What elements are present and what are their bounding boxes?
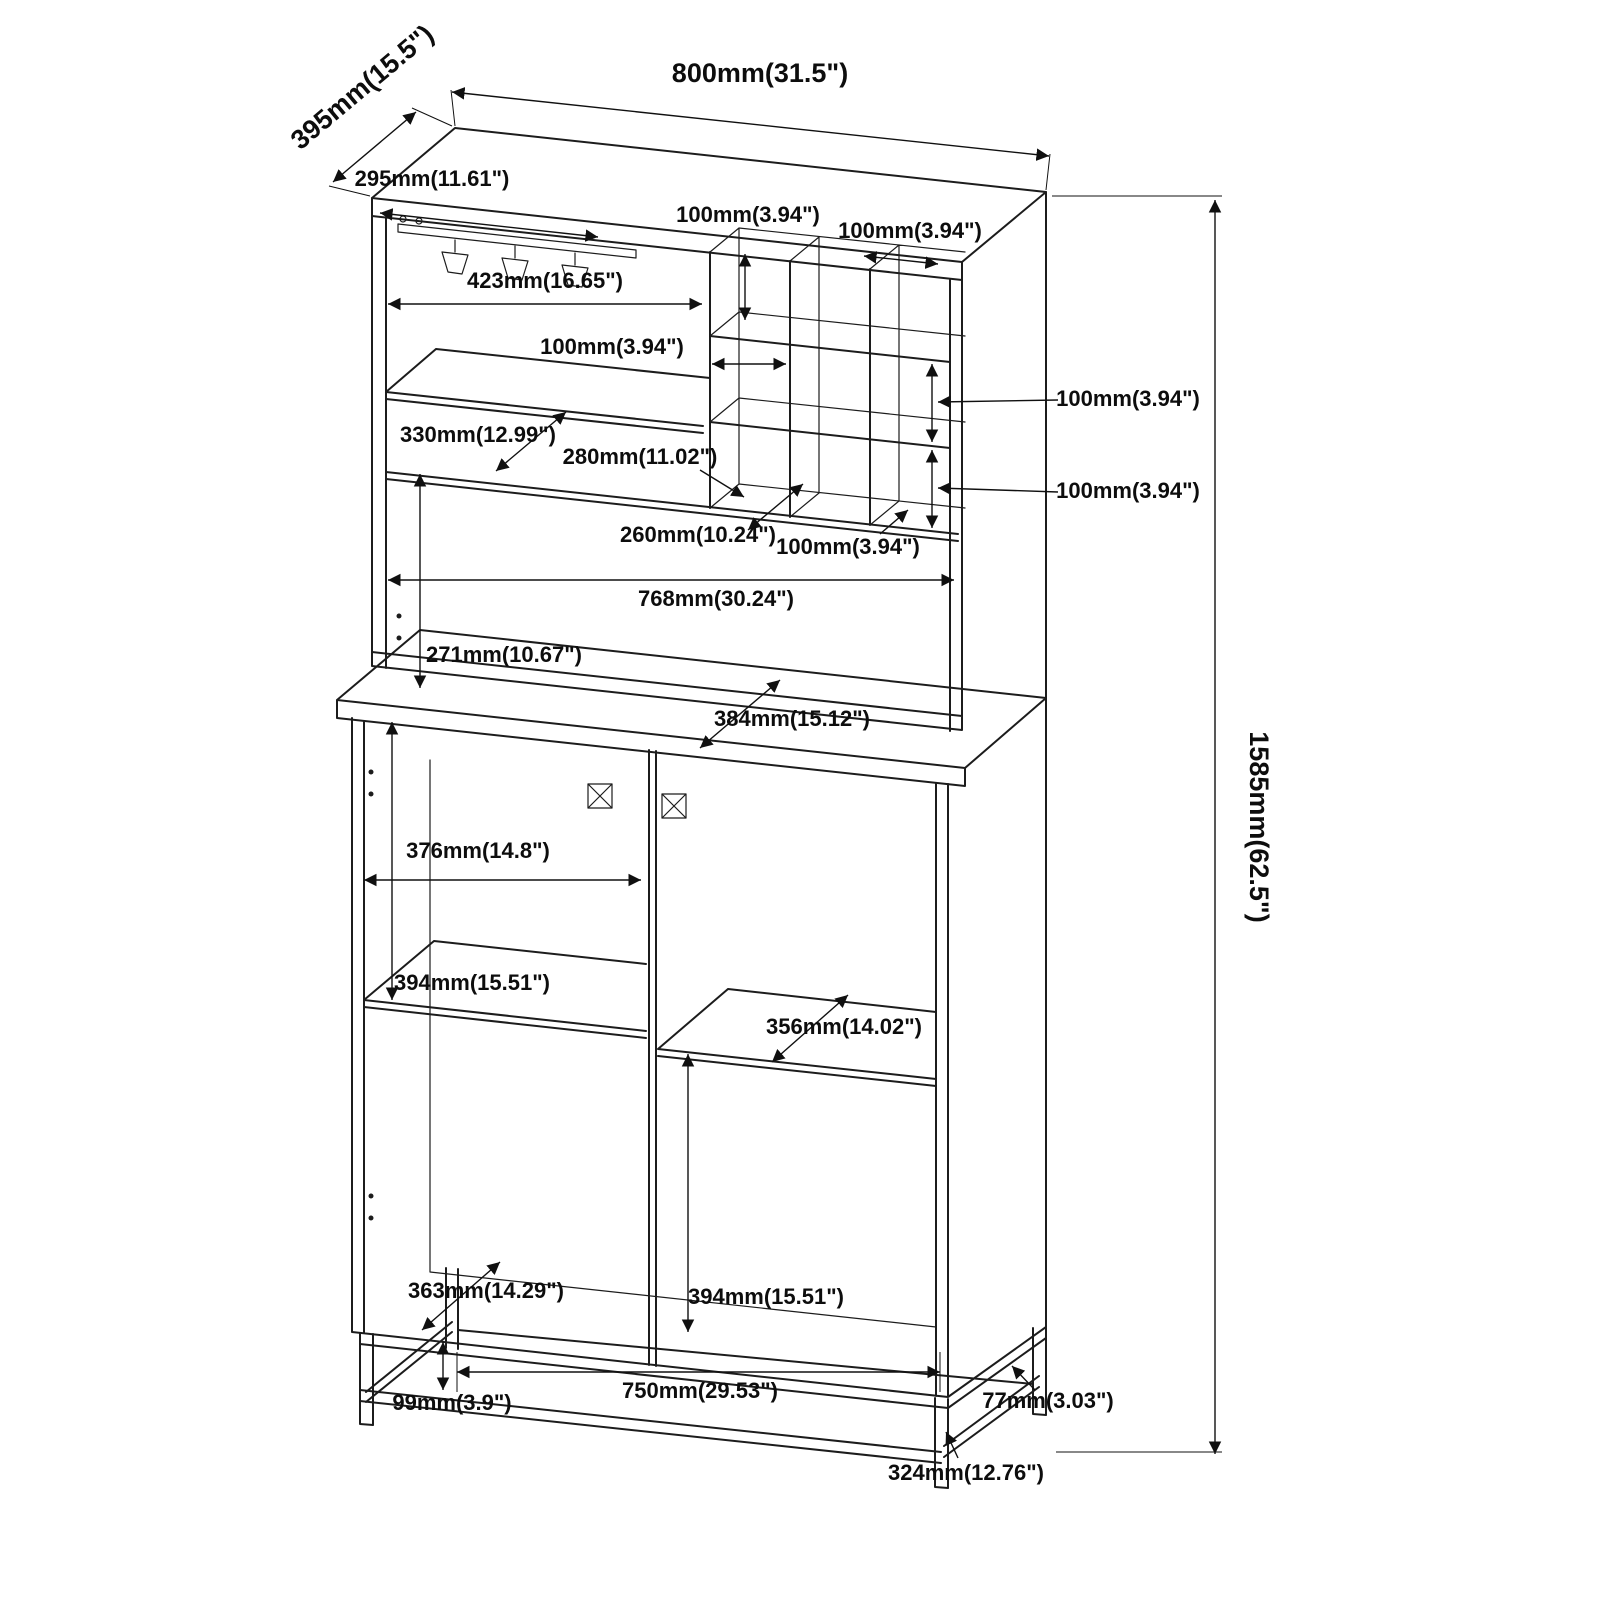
lower-cabinet-shelves [363,940,937,1087]
dim-shelf-width-upper: 280mm(11.02") [563,444,745,498]
open-height-label: 271mm(10.67") [426,642,582,667]
shelf-pin-hole [368,1193,374,1199]
dim-base-width: 750mm(29.53") [456,1352,941,1403]
counter-depth-label: 384mm(15.12") [714,706,870,731]
right-door-knob-icon [661,793,687,819]
dim-lower-section-height: 394mm(15.51") [681,1054,844,1332]
shelf-depth-right-label: 356mm(14.02") [766,1014,922,1039]
dim-cubby-width-low: 100mm(3.94") [776,509,920,559]
rack-width-label: 295mm(11.61") [355,166,510,191]
wine-cubby-grid [709,227,966,526]
dim-interior-width: 768mm(30.24") [388,573,954,611]
dim-base-depth: 324mm(12.76") [888,1431,1044,1485]
dim-overall-height: 1585mm(62.5") [1052,195,1274,1454]
cubby-depth-label: 260mm(10.24") [620,522,776,547]
dim-cubby-width-mid: 100mm(3.94") [540,334,786,371]
hutch-frame [371,215,963,732]
upper-section-height-label: 394mm(15.51") [394,970,550,995]
interior-width-label: 768mm(30.24") [638,586,794,611]
counter-top [336,629,1047,787]
dim-cubby-height-top: 100mm(3.94") [676,202,820,320]
dim-open-height: 271mm(10.67") [413,474,582,688]
dim-cubby-depth: 260mm(10.24") [620,483,804,547]
lower-cabinet-body [351,717,1047,1398]
cubby-height-top-label: 100mm(3.94") [676,202,820,227]
dim-base-height: 99mm(3.9") [392,1342,512,1415]
dim-shelf-depth-left: 363mm(14.29") [408,1261,564,1331]
shelf-pin-hole [368,1215,374,1221]
dim-cubby-height-low: 100mm(3.94") [925,450,1200,528]
wine-glasses-icon [441,239,589,288]
lower-section-height-label: 394mm(15.51") [688,1284,844,1309]
cubby-width-low-label: 100mm(3.94") [776,534,920,559]
overall-depth-label: 395mm(15.5") [285,19,439,155]
dim-counter-depth: 384mm(15.12") [699,679,870,749]
dim-shelf-depth-upper: 330mm(12.99") [400,411,567,472]
dim-cubby-width-top: 100mm(3.94") [838,218,982,269]
cabinet-outline [336,127,1047,1489]
cubby-height-low-label: 100mm(3.94") [1056,478,1200,503]
dimension-annotations: 800mm(31.5") 395mm(15.5") 295mm(11.61") … [285,19,1274,1485]
shelf-depth-upper-label: 330mm(12.99") [400,422,556,447]
dim-open-width: 423mm(16.65") [388,268,702,311]
dim-rack-width: 295mm(11.61") [355,166,599,242]
base-depth-label: 324mm(12.76") [888,1460,1044,1485]
dim-upper-section-height: 394mm(15.51") [385,722,550,1000]
leg-width-label: 77mm(3.03") [982,1388,1114,1413]
hutch-upper-shelf [385,348,711,434]
dim-overall-width: 800mm(31.5") [450,58,1051,191]
open-width-label: 423mm(16.65") [467,268,623,293]
hutch-mid-shelf [385,471,959,542]
shelf-pin-hole [368,769,374,775]
shelf-pin-hole [396,635,402,641]
door-width-label: 376mm(14.8") [406,838,550,863]
overall-height-label: 1585mm(62.5") [1244,731,1274,922]
dim-leg-width: 77mm(3.03") [982,1365,1114,1413]
dim-door-width: 376mm(14.8") [364,838,641,887]
shelf-pin-hole [396,613,402,619]
dim-shelf-depth-right: 356mm(14.02") [766,994,922,1063]
base-height-label: 99mm(3.9") [392,1390,511,1415]
overall-width-label: 800mm(31.5") [672,58,848,88]
base-width-label: 750mm(29.53") [622,1378,778,1403]
dim-cubby-height-mid: 100mm(3.94") [925,364,1200,442]
shelf-depth-left-label: 363mm(14.29") [408,1278,564,1303]
cubby-width-mid-label: 100mm(3.94") [540,334,684,359]
shelf-width-upper-label: 280mm(11.02") [563,444,718,469]
cubby-height-mid-label: 100mm(3.94") [1056,386,1200,411]
shelf-pin-hole [368,791,374,797]
cubby-width-top-label: 100mm(3.94") [838,218,982,243]
left-door-knob-icon [587,783,613,809]
